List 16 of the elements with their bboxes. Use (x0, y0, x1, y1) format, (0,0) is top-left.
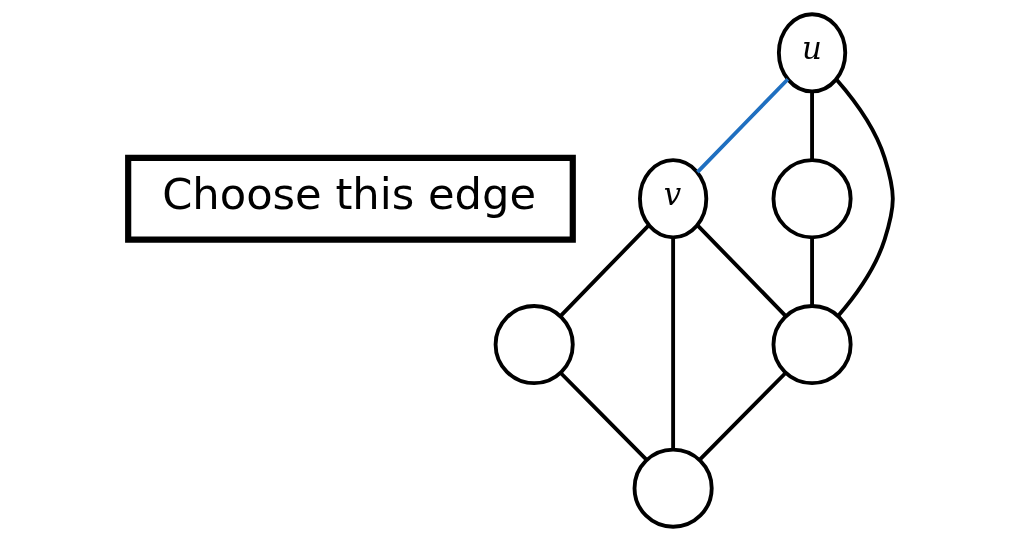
connector (809, 237, 814, 306)
connector (558, 223, 650, 318)
node-ellipse: u (776, 12, 847, 94)
connector (670, 237, 675, 450)
node-circle (632, 447, 714, 529)
node-circle (771, 158, 853, 240)
connector (809, 91, 814, 160)
connector (695, 223, 787, 318)
connector (695, 77, 789, 174)
node-circle (493, 304, 575, 386)
node-ellipse: v (637, 158, 708, 240)
connector (834, 78, 895, 318)
connector (559, 371, 648, 461)
node-circle (771, 304, 853, 386)
node-box: Choose this edge (124, 154, 576, 243)
connector (697, 371, 787, 461)
